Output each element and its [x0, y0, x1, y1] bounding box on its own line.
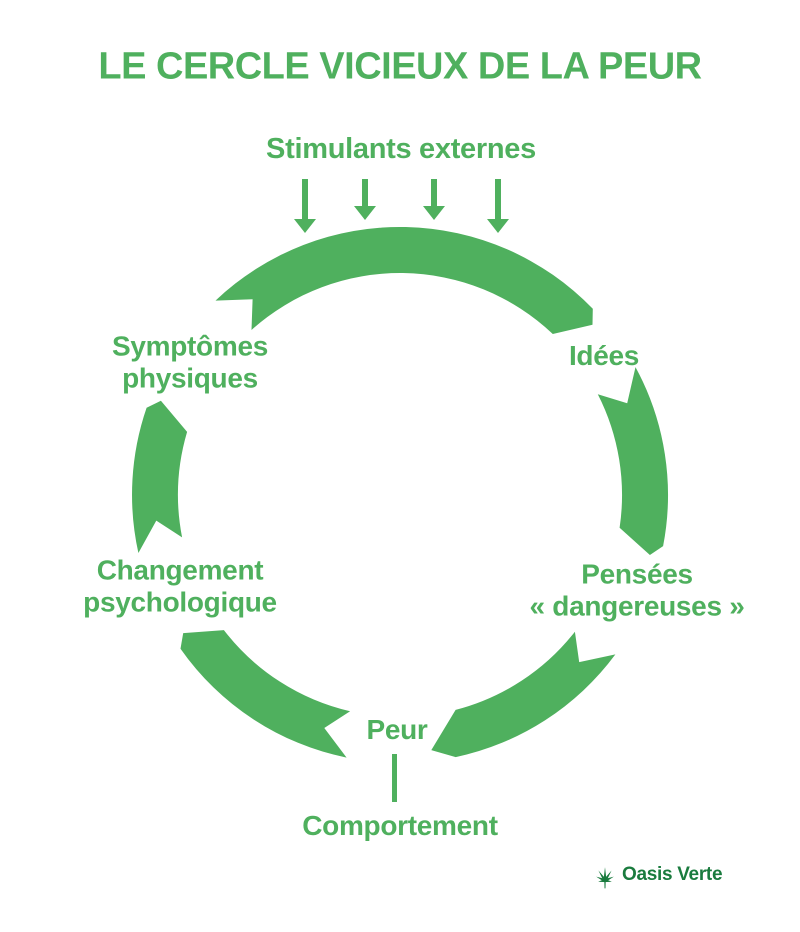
label-line: psychologique [83, 587, 277, 618]
label-line: Symptômes [111, 330, 269, 362]
peur-comportement-connector [392, 754, 397, 802]
arc-changement-to-symptomes [132, 400, 188, 553]
arc-peur-to-changement [180, 630, 351, 758]
arrow-stem [431, 179, 437, 207]
node-label-pensees-dangereuses: Pensées « dangereuses » [530, 559, 745, 624]
arrow-head [423, 206, 445, 220]
arrow-stem [362, 179, 368, 207]
leaf-blade [604, 878, 612, 883]
arrow-stem [302, 179, 308, 220]
brand-footer: Oasis Verte [593, 860, 723, 890]
label-line: Changement [96, 554, 264, 586]
down-arrow-icon [354, 179, 376, 220]
node-label-comportement: Comportement [302, 809, 498, 841]
label-line: Pensées [581, 558, 693, 590]
label-line: physiques [122, 363, 258, 394]
node-label-idees: Idées [568, 339, 640, 371]
down-arrow-icon [487, 179, 509, 233]
arrow-head [487, 219, 509, 233]
down-arrow-icon [294, 179, 316, 233]
cannabis-leaf-icon [596, 867, 614, 889]
leaf-blade [603, 870, 612, 882]
label-line: « dangereuses » [529, 591, 745, 622]
down-arrow-icon [423, 179, 445, 220]
page-title: LE CERCLE VICIEUX DE LA PEUR [98, 45, 702, 88]
node-label-peur: Peur [366, 713, 428, 745]
arc-idees-to-pensees [597, 367, 669, 555]
brand-name: Oasis Verte [622, 864, 723, 885]
stimulants-externes-label: Stimulants externes [266, 133, 536, 166]
arc-pensees-to-peur [431, 631, 616, 758]
arrow-head [294, 219, 316, 233]
node-label-symptomes-physiques: Symptômes physiques [112, 331, 268, 396]
node-label-changement-psychologique: Changement psychologique [83, 555, 277, 620]
leaf-blade [603, 867, 607, 881]
leaf-blades [596, 867, 614, 883]
leaf-blade [596, 876, 606, 882]
arrow-head [354, 206, 376, 220]
arc-symptomes-to-idees [215, 226, 593, 334]
arrow-stem [495, 179, 501, 220]
leaf-stem [604, 879, 606, 889]
